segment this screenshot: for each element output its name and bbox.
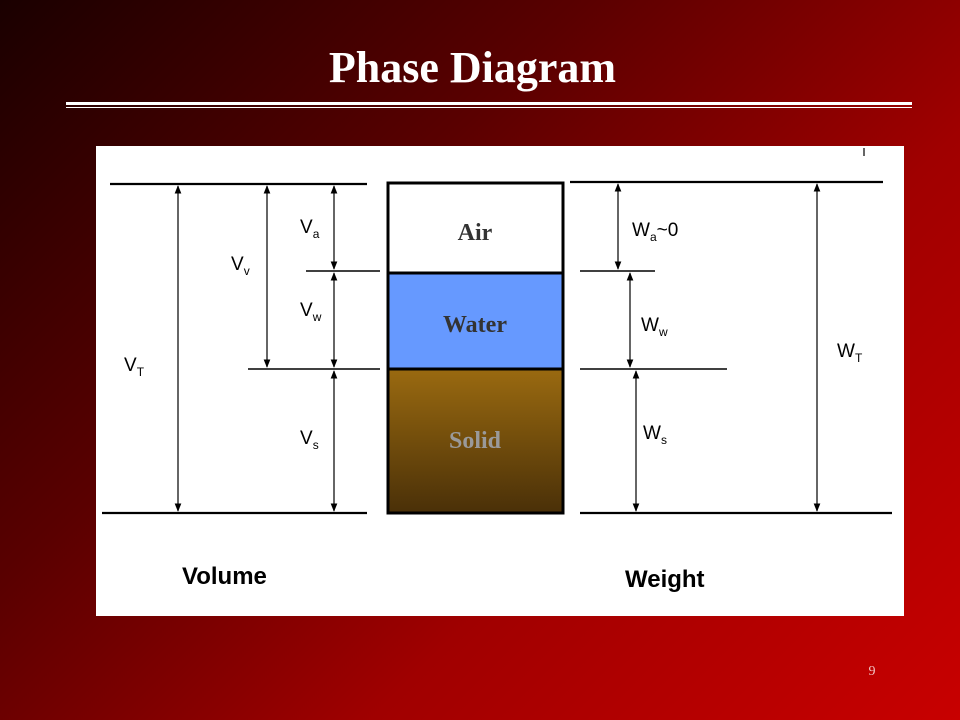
volume-labels: VT Vv Va Vw Vs [124, 217, 322, 452]
label-vv: Vv [231, 254, 250, 278]
phase-column: Air Water Solid [386, 181, 565, 515]
title-rule-bottom [66, 107, 912, 108]
phase-solid [386, 367, 565, 515]
level-lines [102, 180, 892, 515]
slide-title: Phase Diagram [328, 43, 617, 92]
weight-heading: Weight [625, 566, 705, 593]
label-vs: Vs [300, 428, 319, 452]
page-number: 9 [868, 664, 876, 679]
label-vw: Vw [300, 300, 322, 324]
label-wa: Wa~0 [632, 220, 678, 244]
phase-label-solid: Solid [449, 428, 502, 454]
phase-diagram: Air Water Solid VT Vv Va Vw Vs Wa~0 [102, 148, 892, 593]
phase-label-air: Air [458, 220, 493, 246]
label-va: Va [300, 217, 320, 241]
title-rule-top [66, 102, 912, 105]
weight-labels: Wa~0 Ww Ws WT [632, 220, 863, 447]
phase-diagram-panel: Air Water Solid VT Vv Va Vw Vs Wa~0 [96, 146, 904, 616]
label-wt: WT [837, 341, 863, 365]
phase-air [386, 181, 565, 275]
label-vt: VT [124, 355, 145, 379]
dimension-arrows [174, 183, 821, 512]
label-ww: Ww [641, 315, 668, 339]
phase-label-water: Water [443, 312, 507, 338]
volume-heading: Volume [182, 563, 267, 590]
label-ws: Ws [643, 423, 667, 447]
